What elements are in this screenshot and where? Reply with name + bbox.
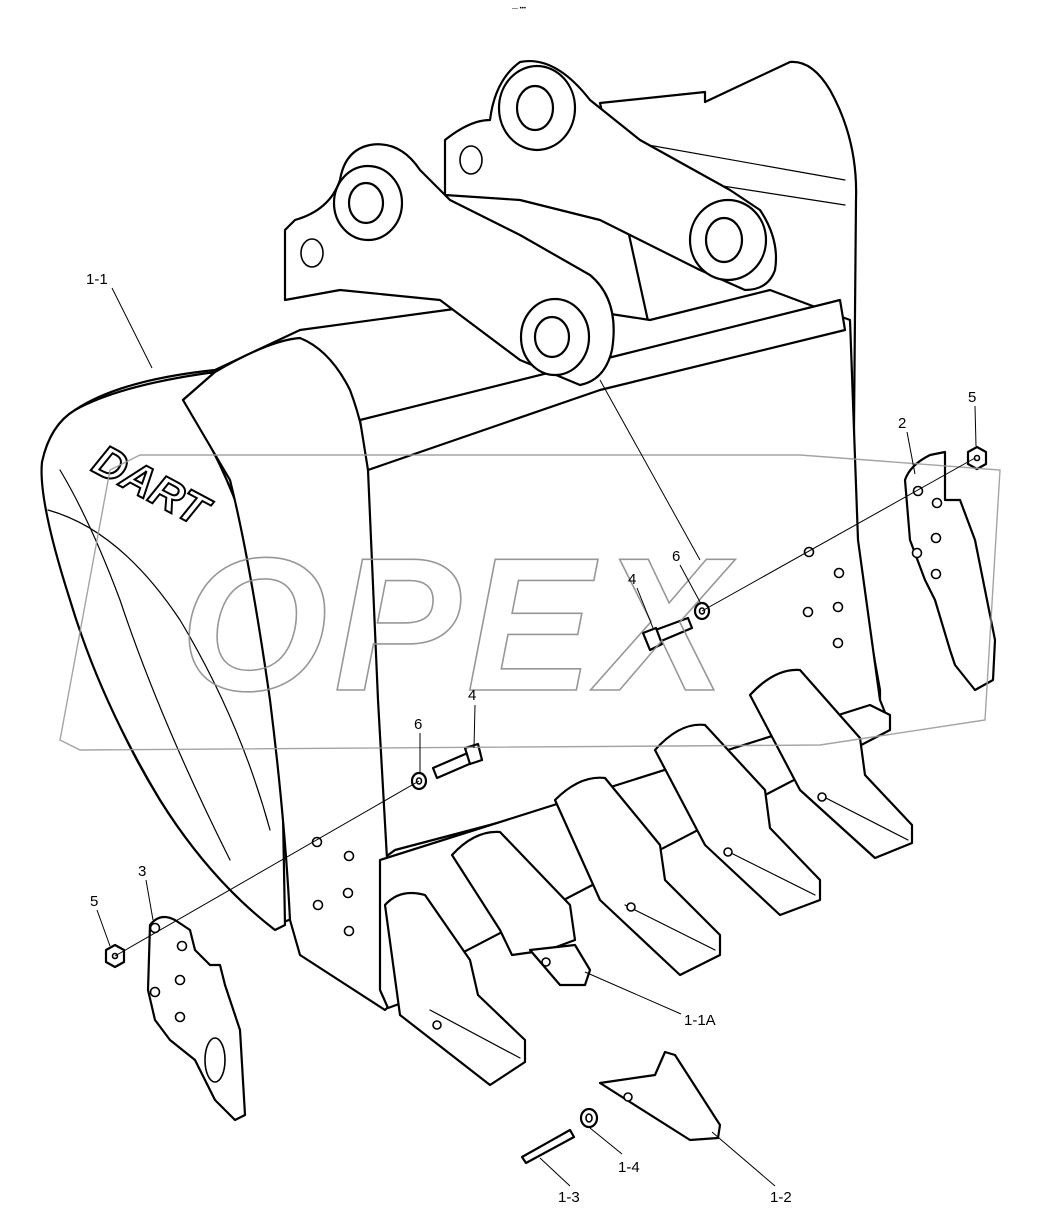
callout-6-upper: 6 xyxy=(672,548,680,565)
callout-5-right: 5 xyxy=(968,389,976,406)
side-wall-bolt-holes-right xyxy=(802,546,845,649)
bracket-hole-1 xyxy=(300,238,324,268)
tooth-2 xyxy=(450,830,592,987)
callout-5-left: 5 xyxy=(90,893,98,910)
callout-1-4: 1-4 xyxy=(618,1159,640,1176)
pin-boss-3 xyxy=(519,297,591,377)
bracket-hole-2 xyxy=(459,145,483,175)
callouts: 1-1 1-1A 1-2 1-3 1-4 2 3 4 4 5 5 6 6 xyxy=(86,271,976,1206)
watermark: OPEX xyxy=(59,454,1001,751)
callout-1-1: 1-1 xyxy=(86,271,108,288)
tooth-tip-exploded xyxy=(598,1050,722,1142)
tooth-4 xyxy=(653,723,822,917)
nut-right xyxy=(966,445,988,471)
watermark-text: OPEX xyxy=(180,519,736,731)
side-cutter-left xyxy=(146,915,247,1122)
pin-boss-4 xyxy=(688,198,768,282)
callout-1-2: 1-2 xyxy=(770,1189,792,1206)
callout-2: 2 xyxy=(898,415,906,432)
bolt-upper xyxy=(641,616,694,652)
tooth-pin xyxy=(520,1128,576,1165)
callout-1-1A: 1-1A xyxy=(684,1012,716,1029)
side-wall-bolt-holes-left xyxy=(311,836,355,937)
side-plate-contour xyxy=(47,509,271,831)
leader-lines xyxy=(96,287,977,1187)
back-shell-edge xyxy=(619,139,846,181)
pin-boss-2 xyxy=(497,64,577,152)
tooth-5 xyxy=(748,668,914,860)
side-plate-contour-2 xyxy=(59,469,231,861)
top-mark: — ••• xyxy=(512,6,526,12)
side-cutter-right xyxy=(903,450,997,692)
tooth-3 xyxy=(553,776,722,977)
callout-6-lower: 6 xyxy=(414,716,422,733)
callout-3: 3 xyxy=(138,863,146,880)
callout-1-3: 1-3 xyxy=(558,1189,580,1206)
tooth-washer-hole xyxy=(585,1113,593,1123)
callout-4-upper: 4 xyxy=(628,571,636,588)
tooth-1 xyxy=(383,891,527,1087)
callout-4-lower: 4 xyxy=(468,687,476,704)
pin-boss-1 xyxy=(332,164,404,242)
